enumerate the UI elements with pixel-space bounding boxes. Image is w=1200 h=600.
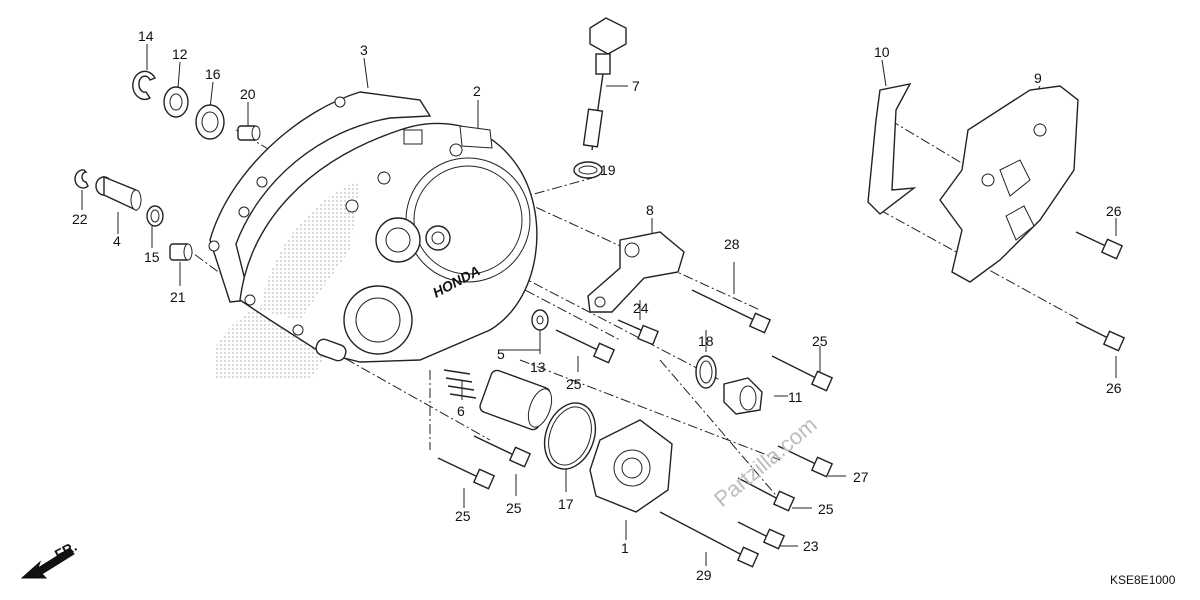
label-25-lower-left: 25	[455, 508, 471, 524]
watermark: Partzilla.com	[709, 412, 822, 512]
diagram-code: KSE8E1000	[1110, 573, 1176, 587]
bolt-26-upper	[1075, 231, 1124, 260]
plug-11	[723, 377, 763, 415]
washer-12	[163, 86, 189, 118]
bolt-25-center	[737, 477, 796, 512]
label-20: 20	[240, 86, 256, 102]
circlip-14	[132, 70, 156, 101]
label-17: 17	[558, 496, 574, 512]
label-22: 22	[72, 211, 88, 227]
label-19: 19	[600, 162, 616, 178]
label-21: 21	[170, 289, 186, 305]
front-direction-indicator: FR.	[20, 538, 79, 579]
label-10: 10	[874, 44, 890, 60]
shaft-4	[95, 175, 142, 212]
label-6: 6	[457, 403, 465, 419]
gasket-10	[867, 83, 917, 215]
label-2: 2	[473, 83, 481, 99]
spring-6	[443, 369, 477, 399]
part-labels: 14 12 16 20 3 2 7 19 8 10 9 22 4 15 21 5…	[72, 28, 1122, 583]
bolt-25-lower-left	[437, 457, 496, 490]
label-14: 14	[138, 28, 154, 44]
bolt-23	[737, 521, 786, 550]
gasket-3	[208, 91, 432, 303]
label-18: 18	[698, 333, 714, 349]
front-arrow-icon	[20, 547, 75, 579]
label-12: 12	[172, 46, 188, 62]
left-crankcase-cover: HONDA	[214, 122, 538, 380]
bolt-25-right	[771, 355, 834, 392]
oil-filter-cover-1	[589, 419, 673, 513]
label-25-lower-mid: 25	[506, 500, 522, 516]
oil-seal-16	[195, 104, 225, 140]
clip-22	[74, 169, 89, 189]
label-23: 23	[803, 538, 819, 554]
label-1: 1	[621, 540, 629, 556]
label-27: 27	[853, 469, 869, 485]
bolt-27	[777, 445, 834, 478]
label-28: 28	[724, 236, 740, 252]
collar-21	[169, 243, 193, 261]
o-ring-18	[695, 355, 717, 389]
label-4: 4	[113, 233, 121, 249]
bolt-25-lower-mid	[473, 435, 532, 468]
o-ring-17	[543, 402, 597, 470]
bolt-28	[691, 289, 772, 334]
collar-20	[237, 125, 261, 141]
label-25-center: 25	[818, 501, 834, 517]
label-8: 8	[646, 202, 654, 218]
sprocket-cover-9	[939, 85, 1079, 283]
label-15: 15	[144, 249, 160, 265]
label-26-lower: 26	[1106, 380, 1122, 396]
washer-13	[531, 309, 549, 331]
o-ring-15	[146, 205, 164, 227]
bracket-8	[587, 231, 685, 313]
oil-filler-cap-7	[582, 17, 627, 151]
label-29: 29	[696, 567, 712, 583]
label-7: 7	[632, 78, 640, 94]
bolt-29	[659, 511, 760, 568]
label-3: 3	[360, 42, 368, 58]
o-ring-19	[573, 161, 603, 179]
label-16: 16	[205, 66, 221, 82]
label-26-upper: 26	[1106, 203, 1122, 219]
label-25-upper: 25	[566, 376, 582, 392]
label-5: 5	[497, 346, 505, 362]
leader-lines	[81, 44, 1117, 566]
bolt-26-lower	[1075, 321, 1126, 352]
label-24: 24	[633, 300, 649, 316]
oil-filter-5	[479, 369, 553, 431]
label-13: 13	[530, 359, 546, 375]
label-25-right: 25	[812, 333, 828, 349]
watermark-text: Partzilla.com	[709, 412, 822, 512]
label-11: 11	[788, 389, 803, 405]
label-9: 9	[1034, 70, 1042, 86]
bolt-24	[617, 319, 659, 346]
bolt-25-upper	[555, 329, 616, 364]
